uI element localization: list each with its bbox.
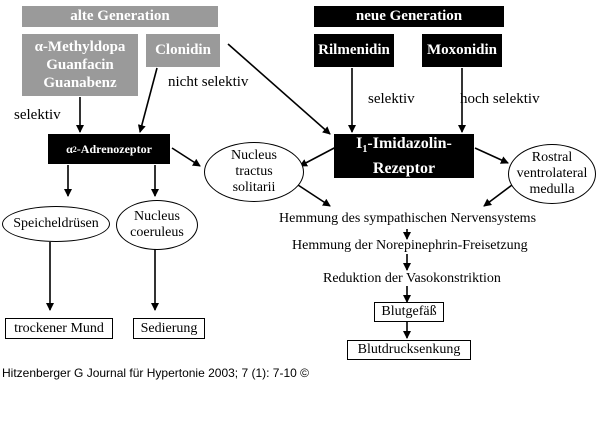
arrow-imidazoline-to-rostral	[474, 147, 509, 164]
imidazoline-suffix: -Imidazolin-	[367, 134, 452, 152]
salivary-glands-node: Speicheldrüsen	[2, 206, 110, 242]
vessel-box: Blutgefäß	[374, 302, 444, 322]
old-drugs-box: α-Methyldopa Guanfacin Guanabenz	[22, 34, 138, 96]
chain-step2: Hemmung der Norepinephrin-Freisetzung	[292, 238, 528, 253]
arrow-clonidine-to-alpha2	[137, 67, 158, 133]
citation: Hitzenberger G Journal für Hypertonie 20…	[2, 366, 309, 380]
old-generation-header: alte Generation	[22, 6, 218, 27]
alpha2-suffix: -Adrenozeptor	[76, 141, 152, 156]
arrow-clonidine-to-imidazoline	[227, 43, 331, 135]
moxonidine-box: Moxonidin	[422, 34, 502, 67]
clonidine-box: Clonidin	[146, 34, 220, 67]
chain-step3: Reduktion der Vasokonstriktion	[323, 271, 501, 286]
nucleus-tractus-node: Nucleus tractus solitarii	[204, 142, 304, 202]
imidazoline-receptor-box: I1-Imidazolin- Rezeptor	[334, 134, 474, 178]
label-not-selective: nicht selektiv	[168, 74, 249, 90]
rilmenidine-box: Rilmenidin	[314, 34, 394, 67]
chain-step1: Hemmung des sympathischen Nervensystems	[279, 211, 537, 226]
nucleus-coeruleus-node: Nucleus coeruleus	[116, 200, 198, 250]
arrow-nucleus-tractus-to-hemmung	[297, 184, 331, 207]
imidazoline-prefix: I	[356, 134, 363, 152]
arrow-alpha2-to-nucleus-tractus	[171, 147, 201, 167]
imidazoline-subscript: 1	[362, 144, 368, 156]
arrow-rostral-to-hemmung	[483, 181, 517, 207]
alpha2-subscript: 2	[72, 144, 77, 154]
label-selective-mid: selektiv	[368, 91, 415, 107]
alpha2-prefix: α	[66, 141, 73, 156]
new-generation-header: neue Generation	[314, 6, 504, 27]
imidazoline-line2: Rezeptor	[372, 160, 436, 178]
rostral-medulla-node: Rostral ventrolateral medulla	[508, 144, 596, 204]
label-highly-selective: hoch selektiv	[460, 91, 540, 107]
sedation-box: Sedierung	[133, 318, 205, 339]
arrow-imidazoline-to-nucleus-tractus	[299, 145, 339, 167]
dry-mouth-box: trockener Mund	[5, 318, 113, 339]
imidazoline-line1: I1-Imidazolin-	[356, 134, 452, 159]
bp-reduction-box: Blutdrucksenkung	[347, 340, 471, 360]
label-selective-left: selektiv	[14, 107, 61, 123]
